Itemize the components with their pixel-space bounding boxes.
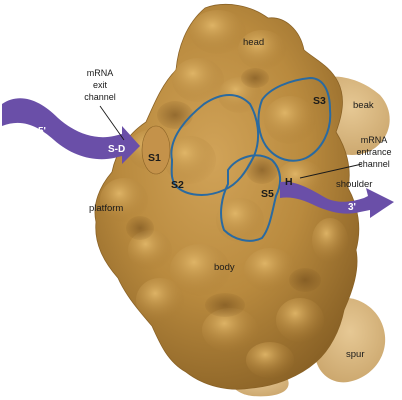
label-shoulder: shoulder xyxy=(336,179,372,190)
entrance-channel-line-1: mRNA xyxy=(361,135,388,145)
label-exit-channel: mRNA exit channel xyxy=(84,68,116,102)
label-s3: S3 xyxy=(313,95,326,107)
exit-channel-line-3: channel xyxy=(84,92,116,102)
label-s1: S1 xyxy=(148,152,161,164)
exit-channel-line-1: mRNA xyxy=(87,68,114,78)
surface-texture xyxy=(100,10,348,378)
label-beak: beak xyxy=(353,100,374,111)
entrance-channel-line-2: entrance xyxy=(356,147,391,157)
label-platform: platform xyxy=(89,203,123,214)
label-sd: S-D xyxy=(108,144,125,155)
label-s2: S2 xyxy=(171,179,184,191)
mrna-outgoing-arrow xyxy=(280,181,394,218)
label-head: head xyxy=(243,37,264,48)
label-s5: S5 xyxy=(261,188,274,200)
label-entrance-channel: mRNA entrance channel xyxy=(356,135,391,169)
protein-outlines xyxy=(170,76,332,242)
s5-outline xyxy=(220,154,282,242)
label-body: body xyxy=(214,262,235,273)
s3-outline xyxy=(257,76,332,162)
entrance-channel-line-3: channel xyxy=(358,159,390,169)
label-spur: spur xyxy=(346,349,364,360)
label-three-prime: 3' xyxy=(348,202,356,213)
exit-channel-line-2: exit xyxy=(93,80,108,90)
label-h: H xyxy=(285,176,293,188)
s1-protrusion xyxy=(141,125,171,175)
leader-lines xyxy=(99,105,363,179)
mrna-incoming-arrow xyxy=(2,98,140,164)
label-five-prime: 5' xyxy=(38,126,46,137)
